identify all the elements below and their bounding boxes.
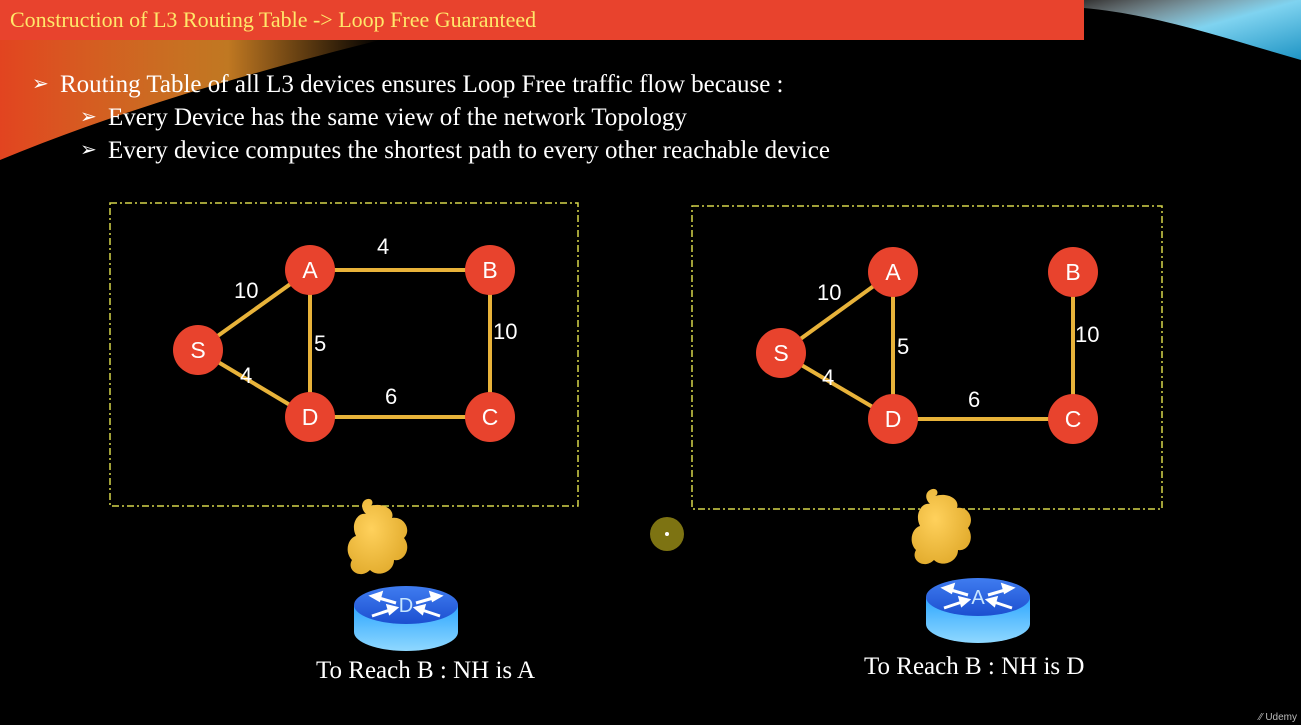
router-icon: A	[926, 578, 1030, 643]
node-d	[285, 392, 335, 442]
node-a	[285, 245, 335, 295]
edge-weight: 5	[314, 331, 326, 356]
node-s	[173, 325, 223, 375]
node-label: D	[885, 406, 902, 432]
edge-weight: 10	[234, 278, 258, 303]
node-label: C	[1065, 406, 1082, 432]
node-d	[868, 394, 918, 444]
node-label: C	[482, 404, 499, 430]
bullet-text: Every Device has the same view of the ne…	[108, 104, 687, 131]
bullet-list: ➢ Routing Table of all L3 devices ensure…	[32, 68, 830, 167]
router-icon: D	[354, 586, 458, 651]
cursor-pointer-icon	[650, 517, 684, 551]
edge-weight: 6	[968, 387, 980, 412]
right-caption: To Reach B : NH is D	[864, 653, 1085, 680]
logo-mark-icon: ⁄⁄	[1259, 712, 1266, 723]
node-label: S	[190, 337, 205, 363]
edge-weight: 4	[377, 234, 389, 259]
node-b	[1048, 247, 1098, 297]
dashed-frame	[109, 202, 579, 507]
edge-weight: 6	[385, 384, 397, 409]
sub-bullet-item: ➢ Every device computes the shortest pat…	[32, 134, 830, 167]
nodes: S A B C D	[756, 247, 1098, 444]
bullet-item: ➢ Routing Table of all L3 devices ensure…	[32, 68, 830, 101]
edge-weight: 10	[493, 319, 517, 344]
watermark-text: Udemy	[1265, 712, 1297, 723]
slide-title: Construction of L3 Routing Table -> Loop…	[0, 0, 1084, 40]
bullet-arrow-icon: ➢	[80, 139, 97, 161]
node-s	[756, 328, 806, 378]
nodes: S A B C D	[173, 245, 515, 442]
node-c	[1048, 394, 1098, 444]
thought-cloud-icon	[347, 498, 408, 575]
edge-weight: 10	[1075, 322, 1099, 347]
decorative-swoosh	[0, 0, 1301, 160]
node-b	[465, 245, 515, 295]
watermark-logo: ⁄⁄ Udemy	[1259, 712, 1297, 723]
bullet-arrow-icon: ➢	[80, 106, 97, 128]
node-label: A	[302, 257, 318, 283]
node-label: B	[482, 257, 497, 283]
edge-weight: 5	[897, 334, 909, 359]
node-label: A	[885, 259, 901, 285]
router-label: D	[399, 595, 413, 617]
node-label: B	[1065, 259, 1080, 285]
bullet-text: Routing Table of all L3 devices ensures …	[60, 71, 784, 98]
node-label: D	[302, 404, 319, 430]
sub-bullet-item: ➢ Every Device has the same view of the …	[32, 101, 830, 134]
left-topology: 10 4 5 10 4 6 S A B C D	[109, 202, 579, 651]
bullet-arrow-icon: ➢	[32, 73, 49, 95]
node-a	[868, 247, 918, 297]
thought-cloud-icon	[911, 488, 971, 565]
node-label: S	[773, 340, 788, 366]
right-topology: 10 5 10 4 6 S A B C D	[691, 205, 1163, 643]
router-label: A	[971, 587, 985, 609]
left-caption: To Reach B : NH is A	[316, 657, 536, 684]
edge-weight: 4	[240, 363, 252, 388]
edge-weight: 4	[822, 365, 834, 390]
node-c	[465, 392, 515, 442]
edge-weight: 10	[817, 280, 841, 305]
bullet-text: Every device computes the shortest path …	[108, 137, 830, 164]
